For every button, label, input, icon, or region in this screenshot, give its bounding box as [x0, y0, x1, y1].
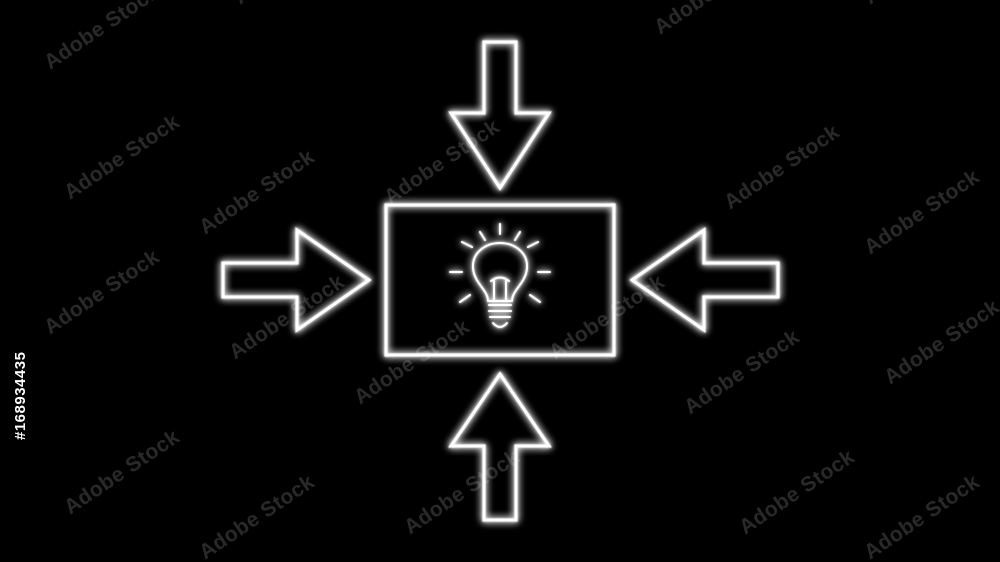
arrow-up-icon: [448, 371, 552, 522]
arrow-right-icon: [221, 227, 372, 333]
stock-id-label: #168934435: [12, 351, 29, 440]
lightbulb-icon: [449, 223, 551, 328]
arrow-left-icon: [629, 227, 780, 333]
center-frame: [384, 203, 616, 357]
arrow-down-icon: [448, 40, 552, 191]
